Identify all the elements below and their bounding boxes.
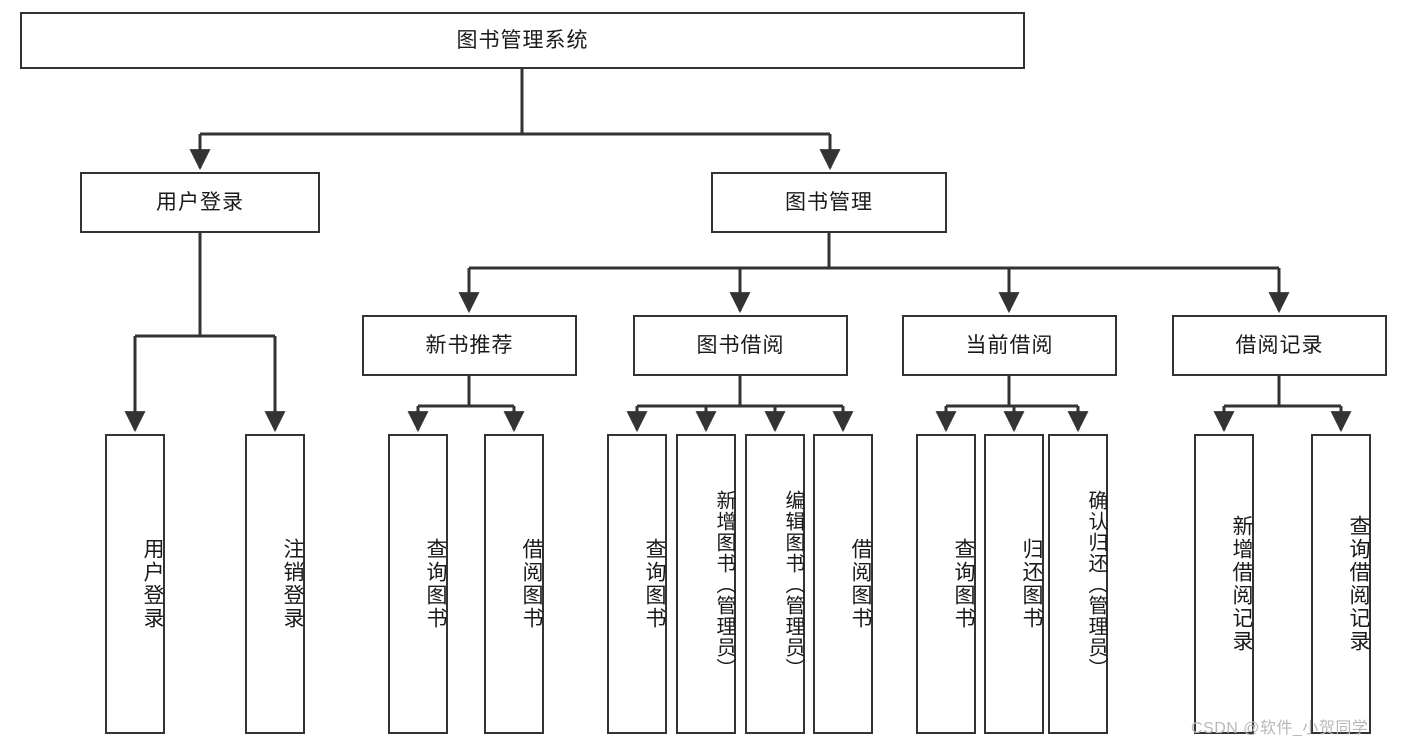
node-leaf-recommend-query-book[interactable]: 查询图书 bbox=[388, 434, 448, 734]
node-current-borrow[interactable]: 当前借阅 bbox=[902, 315, 1117, 376]
csdn-watermark: CSDN @软件_小贺同学 bbox=[1191, 720, 1369, 737]
node-book-manage[interactable]: 图书管理 bbox=[711, 172, 947, 233]
node-borrow-record[interactable]: 借阅记录 bbox=[1172, 315, 1387, 376]
node-root-system[interactable]: 图书管理系统 bbox=[20, 12, 1025, 69]
node-leaf-user-logout[interactable]: 注销登录 bbox=[245, 434, 305, 734]
node-leaf-borrow-query-book[interactable]: 查询图书 bbox=[607, 434, 667, 734]
node-leaf-user-login[interactable]: 用户登录 bbox=[105, 434, 165, 734]
node-leaf-borrow-add-book-admin[interactable]: 新增图书（管理员） bbox=[676, 434, 736, 734]
node-book-borrow[interactable]: 图书借阅 bbox=[633, 315, 848, 376]
node-leaf-record-add-borrow-record[interactable]: 新增借阅记录 bbox=[1194, 434, 1254, 734]
node-leaf-current-confirm-return-admin[interactable]: 确认归还（管理员） bbox=[1048, 434, 1108, 734]
node-leaf-recommend-borrow-book[interactable]: 借阅图书 bbox=[484, 434, 544, 734]
node-leaf-record-query-borrow-record[interactable]: 查询借阅记录 bbox=[1311, 434, 1371, 734]
node-user-login[interactable]: 用户登录 bbox=[80, 172, 320, 233]
node-new-book-recommend[interactable]: 新书推荐 bbox=[362, 315, 577, 376]
node-leaf-current-return-book[interactable]: 归还图书 bbox=[984, 434, 1044, 734]
node-leaf-borrow-lend-book[interactable]: 借阅图书 bbox=[813, 434, 873, 734]
node-leaf-current-query-book[interactable]: 查询图书 bbox=[916, 434, 976, 734]
node-leaf-borrow-edit-book-admin[interactable]: 编辑图书（管理员） bbox=[745, 434, 805, 734]
